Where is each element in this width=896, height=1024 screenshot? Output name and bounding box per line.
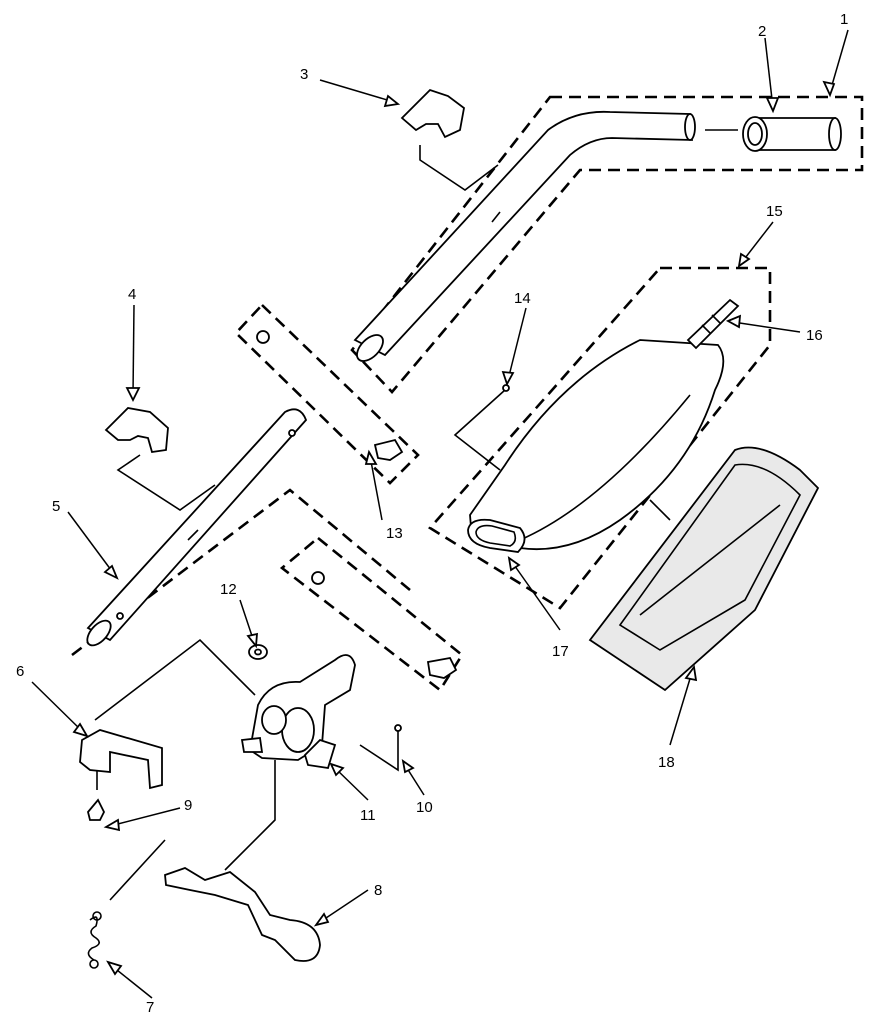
grip-sleeve bbox=[742, 116, 842, 152]
bag-spring-16 bbox=[686, 298, 740, 350]
callout-6: 6 bbox=[16, 663, 24, 680]
leader-7 bbox=[109, 839, 166, 901]
leader-lower-handle bbox=[71, 488, 411, 657]
screw-10 bbox=[394, 724, 402, 732]
callout-12: 12 bbox=[220, 581, 237, 598]
callout-5: 5 bbox=[52, 498, 60, 515]
callout-13: 13 bbox=[386, 525, 403, 542]
callout-4: 4 bbox=[128, 286, 136, 303]
upper-handle-tube bbox=[353, 110, 738, 362]
outer-bag-assembly bbox=[469, 339, 725, 551]
leader-6 bbox=[94, 638, 256, 721]
callout-18: 18 bbox=[658, 754, 675, 771]
leader-4 bbox=[116, 454, 216, 511]
callout-2: 2 bbox=[758, 23, 766, 40]
lower-cord-hook bbox=[104, 407, 169, 454]
callout-8: 8 bbox=[374, 882, 382, 899]
leader-3 bbox=[419, 145, 499, 191]
nut-12 bbox=[248, 644, 268, 660]
group-outline-1 bbox=[350, 95, 864, 394]
group-outline-13-lower bbox=[279, 536, 464, 692]
callout-1: 1 bbox=[840, 11, 848, 28]
callout-11: 11 bbox=[360, 807, 376, 824]
callout-7: 7 bbox=[146, 999, 154, 1016]
bag-cover-18 bbox=[588, 446, 820, 692]
rivet-14 bbox=[502, 384, 510, 392]
leader-bag bbox=[649, 499, 671, 521]
callout-10: 10 bbox=[416, 799, 433, 816]
callout-17: 17 bbox=[552, 643, 569, 660]
callout-3: 3 bbox=[300, 66, 308, 83]
leader-14 bbox=[453, 389, 506, 471]
handle-bracket bbox=[79, 729, 163, 790]
release-pedal bbox=[164, 867, 321, 962]
bag-collar-17 bbox=[467, 518, 526, 553]
screw-13-lower bbox=[311, 571, 458, 679]
upper-cord-hook bbox=[400, 88, 465, 139]
callout-16: 16 bbox=[806, 327, 823, 344]
lower-handle-tube bbox=[86, 408, 308, 647]
screw-9 bbox=[87, 798, 106, 821]
callout-arrows bbox=[31, 29, 849, 999]
leader-8 bbox=[224, 760, 276, 871]
leader-10 bbox=[359, 730, 399, 772]
group-outline-13-upper bbox=[234, 303, 420, 485]
callout-9: 9 bbox=[184, 797, 192, 814]
callout-14: 14 bbox=[514, 290, 531, 307]
screw-13-upper bbox=[256, 330, 404, 461]
callout-15: 15 bbox=[766, 203, 783, 220]
spring-7 bbox=[87, 911, 102, 969]
handle-pivot-housing bbox=[240, 654, 356, 770]
